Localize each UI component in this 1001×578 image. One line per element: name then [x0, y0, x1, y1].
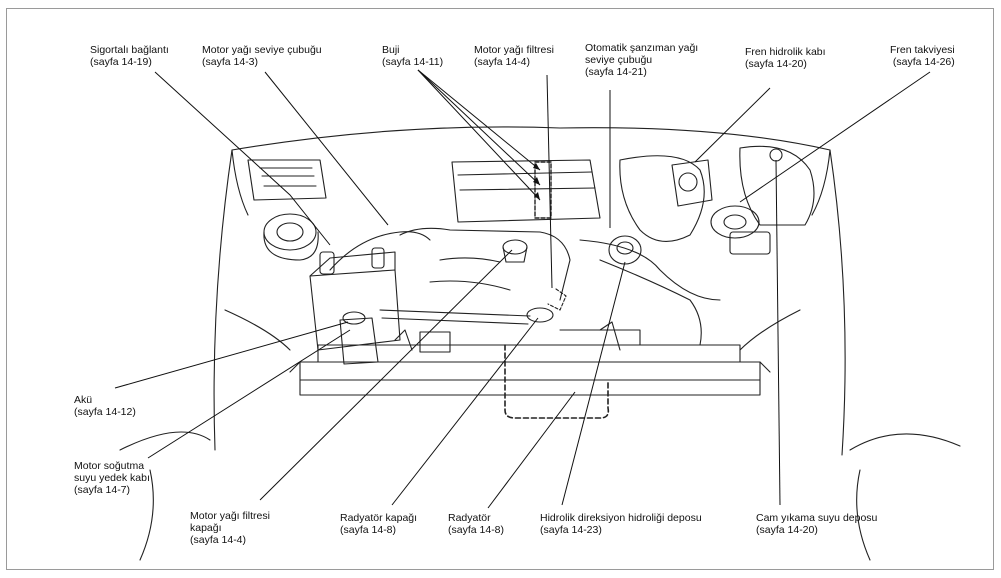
leader-radyator [487, 391, 576, 509]
label-page: (sayfa 14-20) [756, 524, 818, 536]
leader-direksiyon [561, 261, 626, 506]
brake-fluid-reservoir [671, 159, 713, 207]
label-sigortali: Sigortalı bağlantı (sayfa 14-19) [90, 44, 169, 68]
power-steering-reservoir [608, 235, 642, 265]
washer-reservoir [739, 145, 815, 226]
left-strut-tower [263, 213, 317, 251]
label-page: (sayfa 14-26) [892, 56, 955, 68]
label-text: Motor yağı filtresi [474, 44, 554, 56]
leader-yag-cubugu [264, 71, 389, 226]
leader-radyator-kapagi [391, 317, 539, 506]
leader-fren-kabi [694, 87, 771, 163]
label-sanziman: Otomatik şanzıman yağı seviye çubuğu (sa… [585, 42, 698, 78]
label-text-2: suyu yedek kabı [74, 472, 150, 484]
radiator-cap [526, 307, 554, 323]
radiator-dashed [504, 344, 610, 419]
label-page: (sayfa 14-8) [340, 524, 397, 536]
label-page: (sayfa 14-20) [745, 58, 807, 70]
label-text-2: seviye çubuğu [585, 54, 653, 66]
oil-filler-cap [502, 239, 528, 255]
label-text: Fren hidrolik kabı [745, 46, 826, 58]
label-page: (sayfa 14-23) [540, 524, 602, 536]
label-direksiyon: Hidrolik direksiyon hidroliği deposu (sa… [540, 512, 702, 536]
label-page: (sayfa 14-4) [474, 56, 531, 68]
label-page: (sayfa 14-19) [90, 56, 152, 68]
label-text: Akü [74, 394, 93, 406]
label-page: (sayfa 14-4) [190, 534, 247, 546]
label-text: Motor yağı filtresi [190, 510, 270, 522]
label-text-2: kapağı [190, 522, 222, 534]
label-text: Fren takviyesi [890, 44, 955, 56]
leader-buji-2 [417, 69, 541, 186]
label-page: (sayfa 14-21) [585, 66, 647, 78]
label-buji: Buji (sayfa 14-11) [382, 44, 443, 68]
label-filtre-kapagi: Motor yağı filtresi kapağı (sayfa 14-4) [190, 510, 270, 546]
brake-booster [619, 155, 705, 242]
battery [309, 269, 401, 351]
label-radyator-kapagi: Radyatör kapağı (sayfa 14-8) [340, 512, 417, 536]
label-fren-takviye: Fren takviyesi (sayfa 14-26) [890, 44, 955, 68]
label-yag-filtresi: Motor yağı filtresi (sayfa 14-4) [474, 44, 554, 68]
label-text: Hidrolik direksiyon hidroliği deposu [540, 512, 702, 524]
label-sogutma: Motor soğutma suyu yedek kabı (sayfa 14-… [74, 460, 150, 496]
label-page: (sayfa 14-8) [448, 524, 505, 536]
leader-fren-takviye [739, 71, 931, 203]
label-page: (sayfa 14-12) [74, 406, 136, 418]
diagram-frame [6, 8, 994, 570]
label-yag-cubugu: Motor yağı seviye çubuğu (sayfa 14-3) [202, 44, 322, 68]
label-text: Motor soğutma [74, 460, 145, 472]
label-text: Buji [382, 44, 400, 56]
label-radyator: Radyatör (sayfa 14-8) [448, 512, 504, 536]
leader-aku [114, 321, 349, 389]
label-page: (sayfa 14-7) [74, 484, 131, 496]
leader-buji-3 [417, 69, 541, 201]
leader-yag-filtresi [546, 74, 553, 289]
label-text: Sigortalı bağlantı [90, 44, 169, 56]
label-text: Radyatör [448, 512, 491, 524]
label-cam-yikama: Cam yıkama suyu deposu (sayfa 14-20) [756, 512, 877, 536]
label-page: (sayfa 14-11) [382, 56, 444, 68]
label-text: Motor yağı seviye çubuğu [202, 44, 322, 56]
leader-buji-1 [417, 69, 541, 171]
leader-filtre-kapagi [259, 249, 513, 501]
label-page: (sayfa 14-3) [202, 56, 259, 68]
fuse-box [247, 159, 327, 201]
engine-cover [451, 159, 601, 223]
coolant-reservoir [339, 317, 379, 365]
label-fren-kabi: Fren hidrolik kabı (sayfa 14-20) [745, 46, 826, 70]
leader-sogutma [147, 329, 351, 459]
label-text: Radyatör kapağı [340, 512, 418, 524]
body-outline [213, 126, 846, 456]
leader-cam-yikama [775, 159, 781, 506]
right-strut-tower [710, 205, 760, 239]
front-crossmember [299, 361, 761, 396]
label-text: Cam yıkama suyu deposu [756, 512, 878, 524]
label-aku: Akü (sayfa 14-12) [74, 394, 136, 418]
label-text: Otomatik şanzıman yağı [585, 42, 699, 54]
leader-sigortali [154, 71, 331, 246]
